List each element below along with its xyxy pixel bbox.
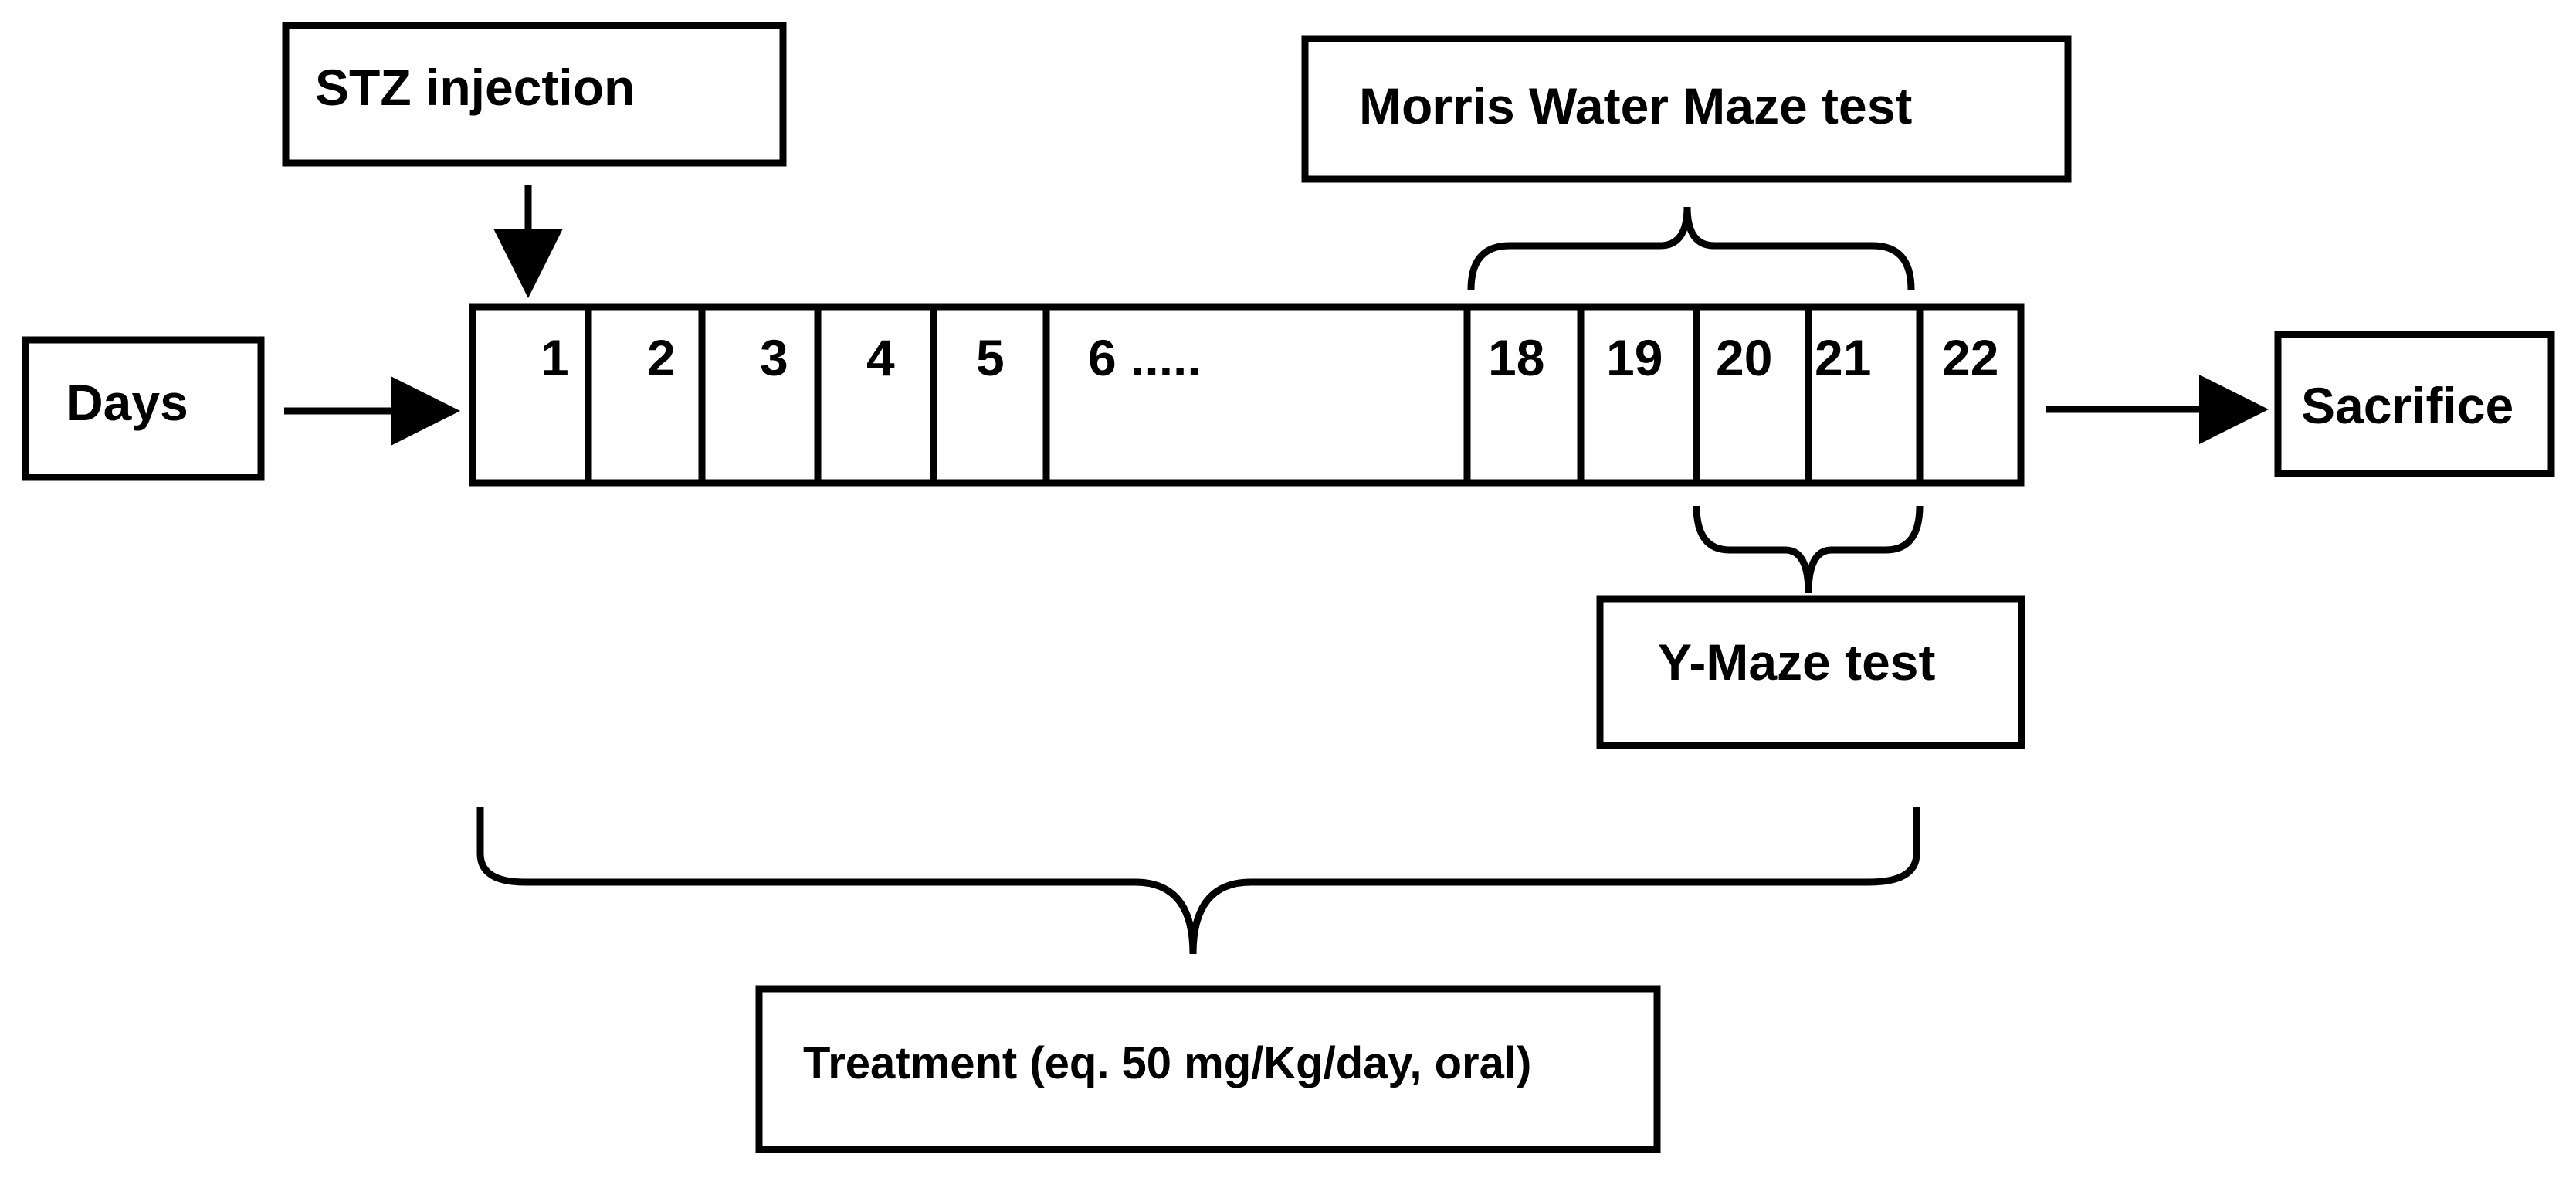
day-cell-4: 4 [866, 329, 895, 386]
ymaze-bracket [1693, 505, 1924, 594]
day-cell-20: 20 [1716, 329, 1772, 386]
day-cell-3: 3 [760, 329, 788, 386]
morris-water-maze-label: Morris Water Maze test [1359, 77, 1912, 134]
treatment-box: Treatment (eq. 50 mg/Kg/day, oral) [755, 985, 1661, 1153]
morris-water-maze-box: Morris Water Maze test [1301, 35, 2072, 183]
day-timeline: 1 2 3 4 5 6 ..... 18 19 20 21 22 [469, 303, 2025, 487]
ymaze-label: Y-Maze test [1658, 633, 1935, 691]
sacrifice-box: Sacrifice [2274, 331, 2555, 477]
day-cell-18: 18 [1488, 329, 1544, 386]
day-dividers [585, 307, 1924, 483]
ymaze-box: Y-Maze test [1596, 595, 2025, 749]
day-cell-6: 6 ..... [1088, 329, 1202, 386]
stz-injection-label: STZ injection [315, 59, 635, 116]
sacrifice-label: Sacrifice [2301, 377, 2513, 434]
day-cell-1: 1 [541, 329, 569, 386]
day-cell-5: 5 [976, 329, 1005, 386]
morris-bracket [1467, 206, 1915, 290]
day-cell-22: 22 [1942, 329, 1998, 386]
treatment-bracket [476, 807, 1920, 955]
day-cell-2: 2 [647, 329, 676, 386]
days-label: Days [66, 374, 188, 431]
treatment-label: Treatment (eq. 50 mg/Kg/day, oral) [803, 1038, 1531, 1088]
day-cell-21: 21 [1815, 329, 1871, 386]
day-cell-19: 19 [1606, 329, 1663, 386]
days-box: Days [22, 336, 265, 481]
stz-injection-box: STZ injection [282, 22, 787, 167]
